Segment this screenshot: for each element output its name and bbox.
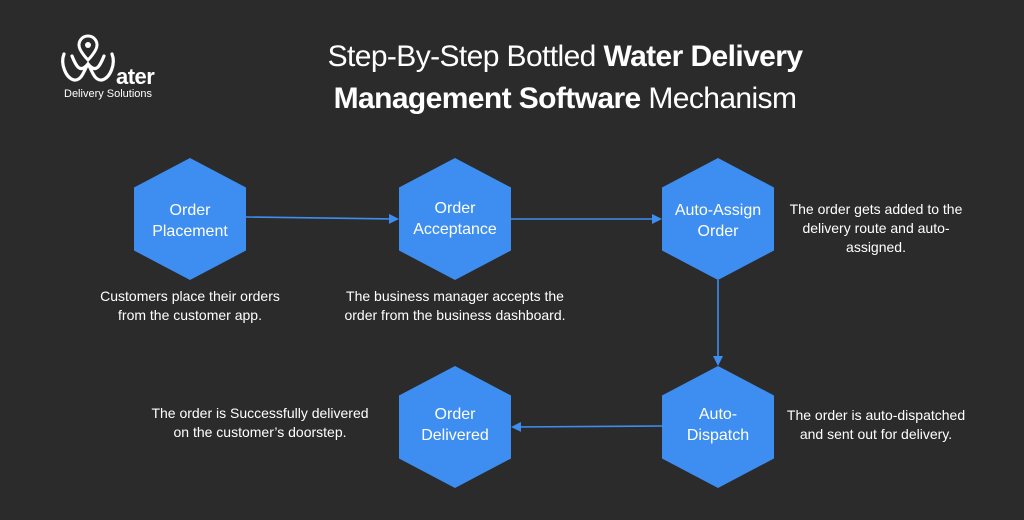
step-5-description: The order is Successfully delivered on t…	[130, 404, 390, 442]
hexagon-order-delivered	[399, 366, 511, 488]
logo-wordmark: ater	[116, 64, 155, 89]
step-3-line-1: Auto-Assign	[674, 202, 762, 219]
step-4-description: The order is auto-dispatched and sent ou…	[776, 406, 976, 444]
step-4-line-2: Dispatch	[686, 427, 750, 444]
step-label-auto-dispatch: Auto- Dispatch	[663, 404, 773, 446]
step-3-desc-line-2: delivery route and auto-	[802, 220, 950, 236]
step-2-desc-line-1: The business manager accepts the	[346, 288, 564, 304]
arrow-dispatch-to-delivered	[511, 421, 663, 432]
step-label-order-delivered: Order Delivered	[400, 404, 510, 446]
arrow-placement-to-acceptance	[245, 213, 399, 224]
step-3-line-2: Order	[697, 223, 739, 240]
title-part-1: Step-By-Step Bottled	[327, 40, 604, 73]
hexagon-auto-dispatch	[662, 366, 774, 488]
logo-subtitle: Delivery Solutions	[64, 88, 153, 100]
step-2-line-2: Acceptance	[413, 221, 497, 238]
step-label-order-placement: Order Placement	[135, 200, 245, 242]
step-3-desc-line-1: The order gets added to the	[789, 201, 963, 217]
step-5-desc-line-1: The order is Successfully delivered	[151, 405, 369, 421]
logo: ater Delivery Solutions	[58, 34, 168, 104]
hexagon-order-placement	[134, 158, 246, 280]
step-2-line-1: Order	[434, 200, 476, 217]
step-1-line-1: Order	[169, 202, 211, 219]
hexagon-auto-assign	[662, 158, 774, 280]
step-4-desc-line-1: The order is auto-dispatched	[786, 407, 966, 423]
title-bold-1: Water Delivery	[603, 40, 803, 73]
step-1-desc-line-1: Customers place their orders	[100, 288, 280, 304]
step-1-desc-line-2: from the customer app.	[118, 307, 262, 323]
step-3-description: The order gets added to the delivery rou…	[776, 200, 976, 257]
title-part-2: Mechanism	[640, 82, 797, 115]
step-5-line-1: Order	[434, 406, 476, 423]
step-label-auto-assign: Auto-Assign Order	[663, 200, 773, 242]
step-5-line-2: Delivered	[421, 427, 489, 444]
step-4-line-1: Auto-	[698, 406, 738, 423]
step-1-line-2: Placement	[152, 223, 228, 240]
page-title: Step-By-Step Bottled Water Delivery Mana…	[250, 36, 880, 120]
step-3-desc-line-3: assigned.	[846, 239, 906, 255]
title-bold-2: Management Software	[333, 82, 642, 115]
step-1-description: Customers place their orders from the cu…	[70, 287, 310, 325]
step-label-order-acceptance: Order Acceptance	[400, 198, 510, 240]
step-2-description: The business manager accepts the order f…	[335, 287, 575, 325]
step-4-desc-line-2: and sent out for delivery.	[799, 426, 953, 442]
step-5-desc-line-2: on the customer’s doorstep.	[173, 424, 347, 440]
water-logo-icon	[61, 34, 115, 82]
step-2-desc-line-2: order from the business dashboard.	[344, 307, 566, 323]
hexagon-order-acceptance	[399, 158, 511, 280]
